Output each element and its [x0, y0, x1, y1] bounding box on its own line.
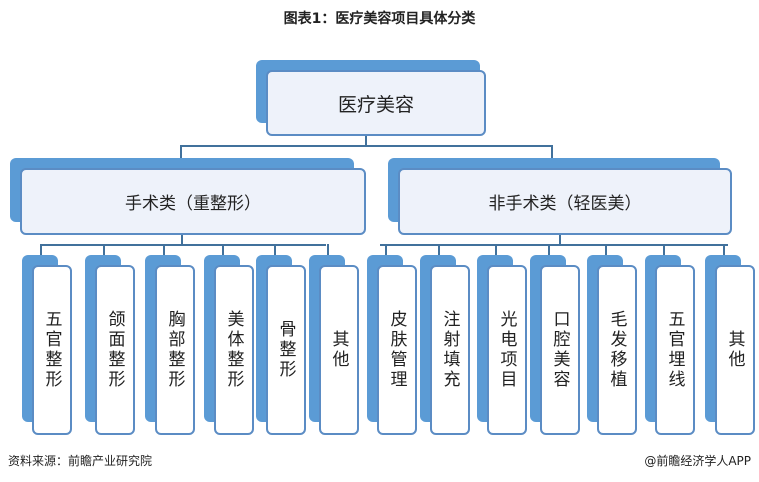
connector: [180, 145, 553, 147]
leaf-node: 五官整形: [32, 265, 72, 435]
root-node: 医疗美容: [266, 70, 486, 136]
connector: [385, 244, 387, 255]
connector: [181, 235, 183, 245]
connector: [40, 244, 42, 255]
leaf-node: 其他: [319, 265, 359, 435]
connector: [180, 145, 182, 158]
branch-surgical: 手术类（重整形）: [20, 168, 366, 235]
connector: [365, 136, 367, 146]
leaf-node: 胸部整形: [155, 265, 195, 435]
branch-non-surgical: 非手术类（轻医美）: [398, 168, 732, 235]
figure-title: 图表1：医疗美容项目具体分类: [283, 11, 476, 27]
credit-note: @前瞻经济学人APP: [644, 454, 751, 468]
leaf-node: 注射填充: [430, 265, 470, 435]
leaf-node: 口腔美容: [540, 265, 580, 435]
leaf-node: 毛发移植: [597, 265, 637, 435]
connector: [438, 244, 440, 255]
leaf-node: 五官埋线: [655, 265, 695, 435]
connector: [327, 244, 329, 255]
connector: [103, 244, 105, 255]
connector: [551, 145, 553, 158]
connector: [274, 244, 276, 255]
connector: [548, 244, 550, 255]
connector: [605, 244, 607, 255]
leaf-node: 皮肤管理: [377, 265, 417, 435]
connector: [40, 244, 326, 246]
connector: [559, 235, 561, 245]
connector: [495, 244, 497, 255]
connector: [663, 244, 665, 255]
connector: [163, 244, 165, 255]
connector: [380, 244, 728, 246]
leaf-node: 美体整形: [214, 265, 254, 435]
leaf-node: 其他: [715, 265, 755, 435]
leaf-node: 骨整形: [266, 265, 306, 435]
connector: [723, 244, 725, 255]
connector: [222, 244, 224, 255]
leaf-node: 光电项目: [487, 265, 527, 435]
source-note: 资料来源：前瞻产业研究院: [8, 454, 153, 468]
leaf-node: 颌面整形: [95, 265, 135, 435]
